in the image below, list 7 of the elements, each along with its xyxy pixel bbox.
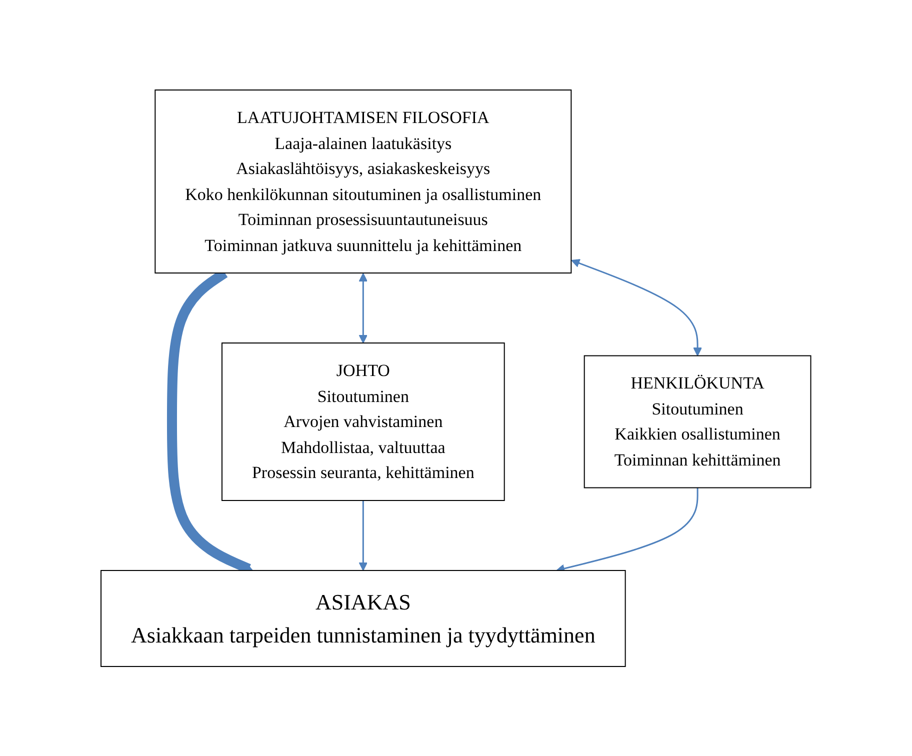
- node-box: ASIAKAS Asiakkaan tarpeiden tunnistaminen ja tyydyttäminen: [100, 570, 626, 667]
- arrow: [358, 500, 368, 571]
- node-box: LAATUJOHTAMISEN FILOSOFIA Laaja-alainen laatukäsitys Asiakaslähtöisyys, asiakaskeskeisyys Koko henkilökunnan sitoutuminen ja osallistuminen Toiminnan prosessisuuntautuneisuus Toiminnan jatkuva suunnittelu ja kehittäminen: [154, 89, 572, 274]
- node-box: JOHTO Sitoutuminen Arvojen vahvistaminen Mahdollistaa, valtuuttaa Prosessin seuranta, kehittäminen: [222, 342, 505, 501]
- arrow: [571, 258, 702, 356]
- node-box: HENKILÖKUNTA Sitoutuminen Kaikkien osallistuminen Toiminnan kehittäminen: [584, 355, 812, 488]
- arrow: [358, 272, 368, 344]
